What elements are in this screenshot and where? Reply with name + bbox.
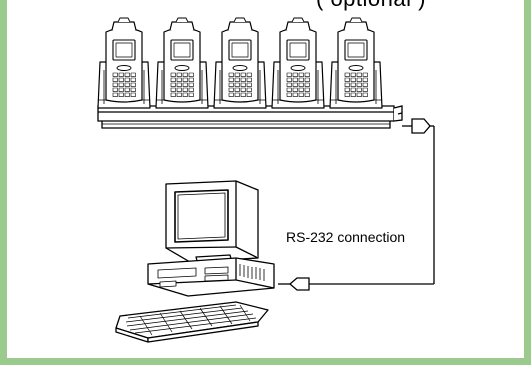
frame-border-left [0,0,7,365]
cradle-base [97,105,403,129]
handheld-terminal [155,17,209,109]
terminal-group [97,17,383,109]
handheld-terminal [97,17,151,109]
desktop-pc [115,180,275,343]
handheld-terminal [213,17,267,109]
handheld-terminal [329,17,383,109]
top-caption: ( optional ) [316,0,426,12]
handheld-terminal [271,17,325,109]
rs232-cable [278,118,435,291]
frame-border-right [524,0,531,365]
rs232-connection-label: RS-232 connection [286,229,406,245]
frame-border-bottom [0,358,531,365]
